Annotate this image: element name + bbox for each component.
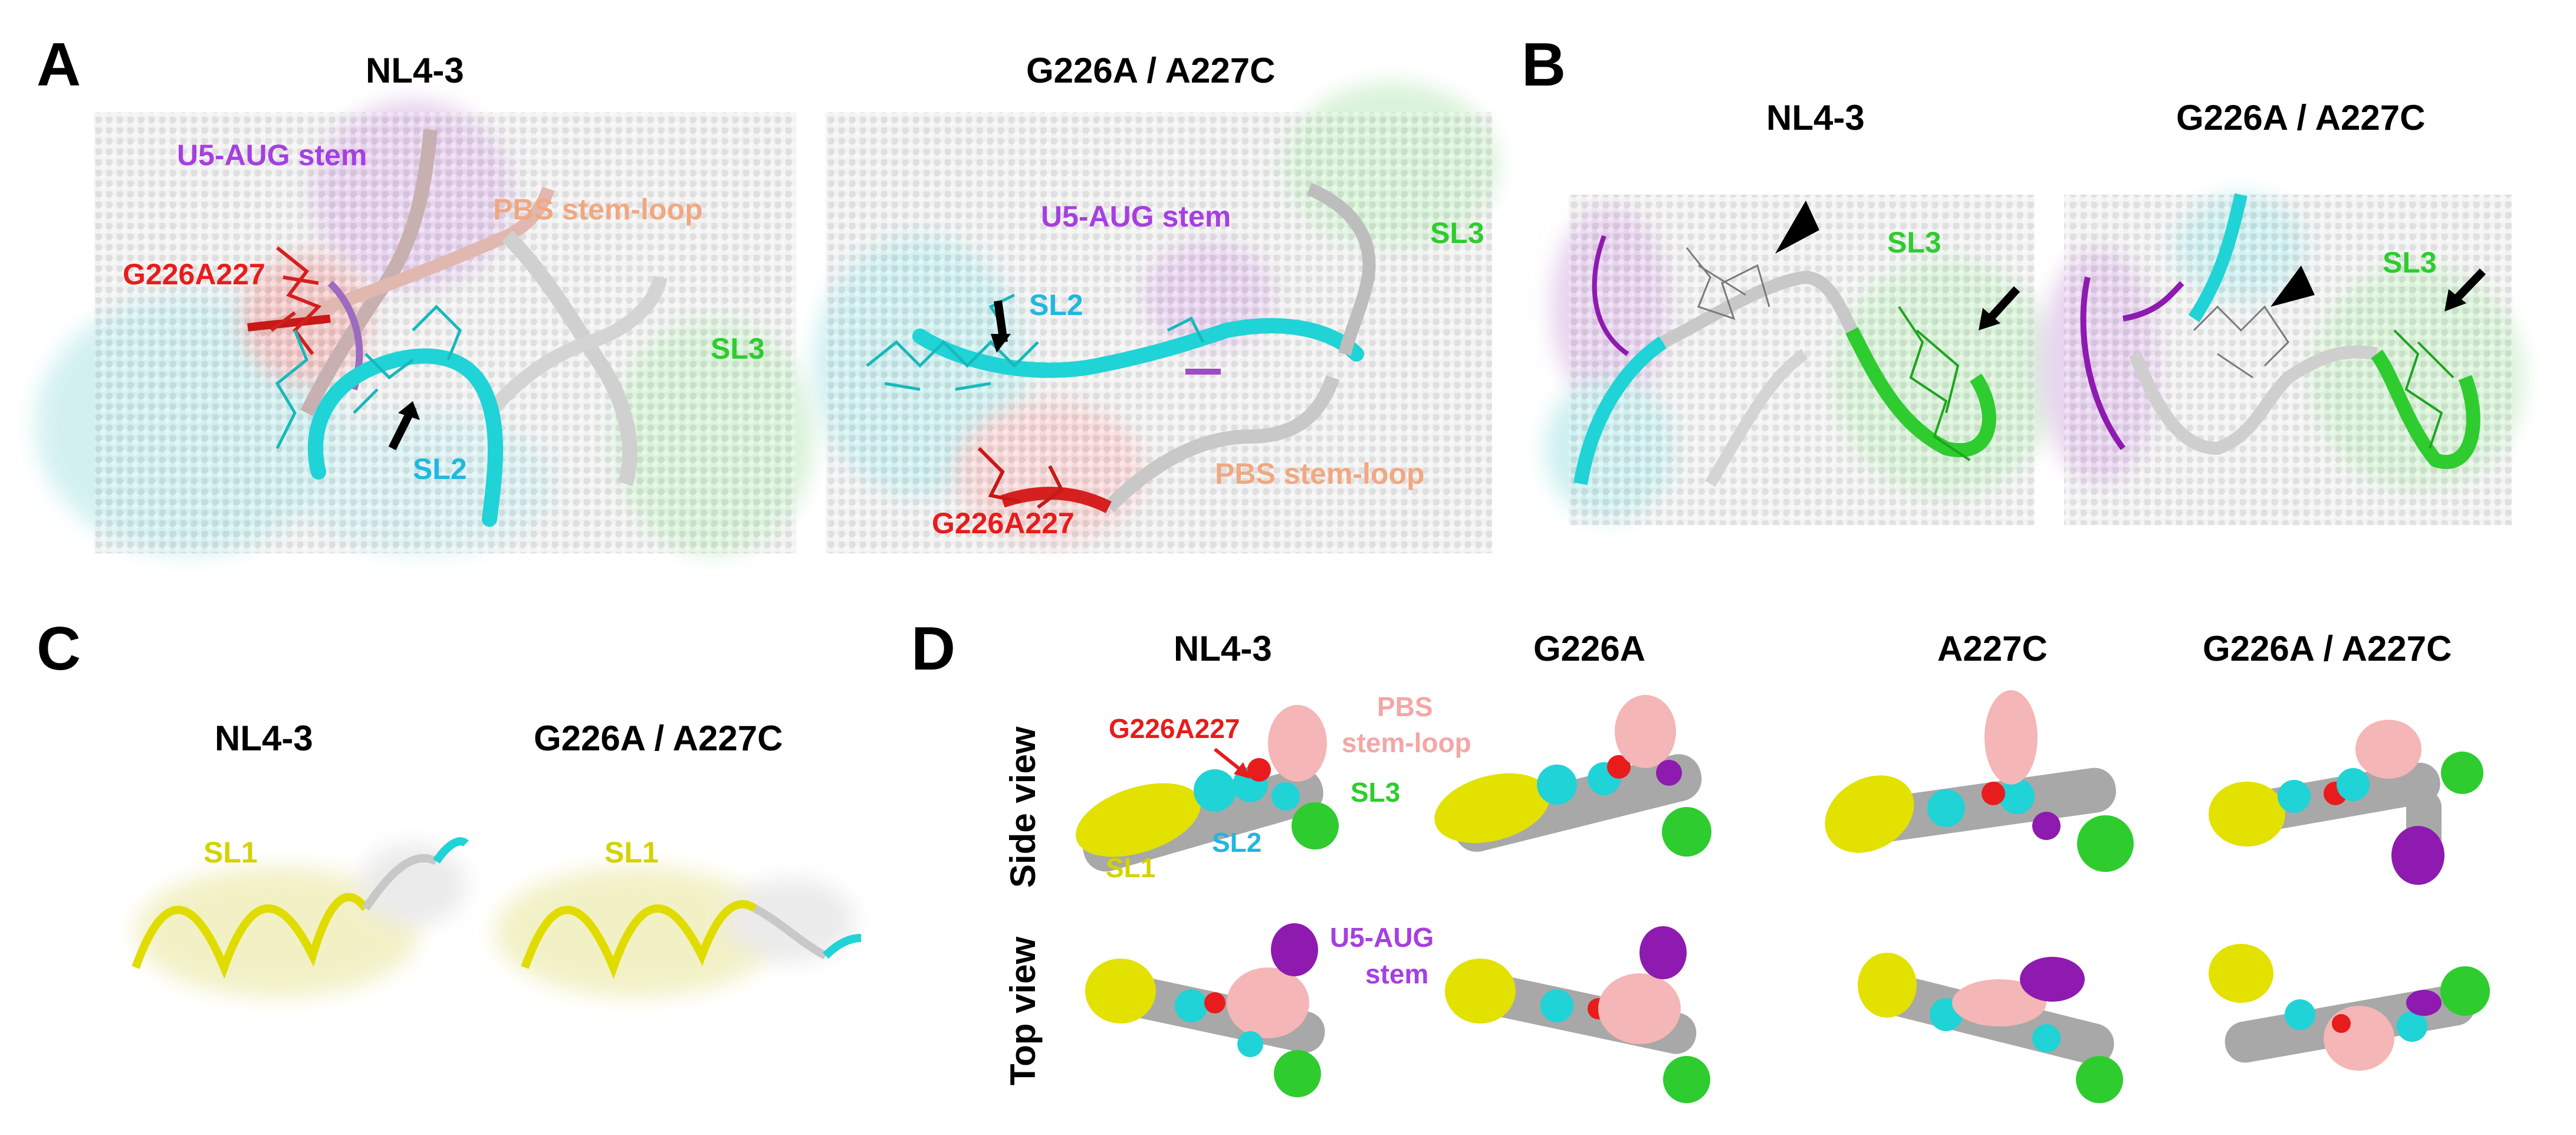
d-top-g226a: [1445, 926, 1710, 1103]
panel-d-col-4: G226A / A227C: [2203, 629, 2452, 668]
panel-a-left-sl2-label: SL2: [413, 452, 467, 486]
d-side-double: [2209, 720, 2483, 885]
panel-b-right-image: [2041, 193, 2524, 525]
panel-a-right-image: [814, 83, 1498, 553]
panel-a-left-sl3-label: SL3: [711, 332, 765, 365]
panel-c-right-title: G226A / A227C: [534, 719, 783, 758]
panel-b-right-sl3-label: SL3: [2383, 246, 2437, 279]
panel-a-right-u5aug-label: U5-AUG stem: [1041, 200, 1231, 233]
panel-d-u5-line1: U5-AUG: [1330, 922, 1434, 953]
panel-d-col-3: A227C: [1937, 629, 2048, 668]
panel-d-row-side: Side view: [1003, 726, 1043, 888]
panel-a-left-title: NL4-3: [366, 51, 464, 90]
panel-letter-c: C: [37, 615, 81, 683]
panel-c-left-image: [132, 837, 469, 997]
panel-d-pbs-line1: PBS: [1377, 691, 1433, 722]
d-top-a227c: [1858, 953, 2123, 1103]
panel-d-col-2: G226A: [1533, 629, 1646, 668]
panel-b-right-title: G226A / A227C: [2176, 98, 2426, 137]
panel-b-left-title: NL4-3: [1766, 98, 1865, 137]
panel-a-right-title: G226A / A227C: [1026, 51, 1276, 90]
panel-a-left-image: [35, 100, 814, 555]
panel-a-right-pbs-label: PBS stem-loop: [1215, 457, 1425, 490]
panel-a-left-pbs-label: PBS stem-loop: [493, 193, 703, 226]
panel-d-u5-line2: stem: [1365, 959, 1429, 989]
panel-d-sl1-label: SL1: [1106, 852, 1156, 883]
panel-c-right-image: [495, 867, 862, 997]
d-top-double: [2209, 944, 2490, 1071]
panel-letter-a: A: [37, 31, 81, 99]
panel-c-right-sl1-label: SL1: [604, 836, 659, 869]
panel-letter-d: D: [911, 615, 956, 683]
panel-d-col-1: NL4-3: [1174, 629, 1272, 668]
panel-a-right-sl3-label: SL3: [1430, 216, 1484, 250]
d-top-nl43: [1085, 923, 1325, 1097]
panel-d-mut-label: G226A227: [1109, 713, 1240, 744]
panel-b-left-sl3-label: SL3: [1887, 226, 1941, 259]
panel-c-left-sl1-label: SL1: [203, 836, 258, 869]
panel-d-sl2-label: SL2: [1212, 827, 1262, 858]
panel-d-row-top: Top view: [1003, 936, 1043, 1085]
panel-c-left-title: NL4-3: [215, 719, 313, 758]
panel-b-left-image: [1545, 195, 2058, 525]
panel-d-images: [1076, 690, 2490, 1103]
panel-a-left-u5aug-label: U5-AUG stem: [177, 139, 367, 172]
panel-letter-b: B: [1522, 31, 1566, 99]
d-side-a227c: [1825, 690, 2134, 872]
panel-a-right-mut-label: G226A227: [932, 507, 1075, 540]
panel-a-left-mut-label: G226A227: [123, 258, 265, 291]
d-side-g226a: [1434, 695, 1711, 857]
panel-a-right-sl2-label: SL2: [1029, 288, 1083, 322]
panel-d-pbs-line2: stem-loop: [1342, 727, 1471, 758]
panel-d-sl3-label: SL3: [1351, 777, 1401, 808]
